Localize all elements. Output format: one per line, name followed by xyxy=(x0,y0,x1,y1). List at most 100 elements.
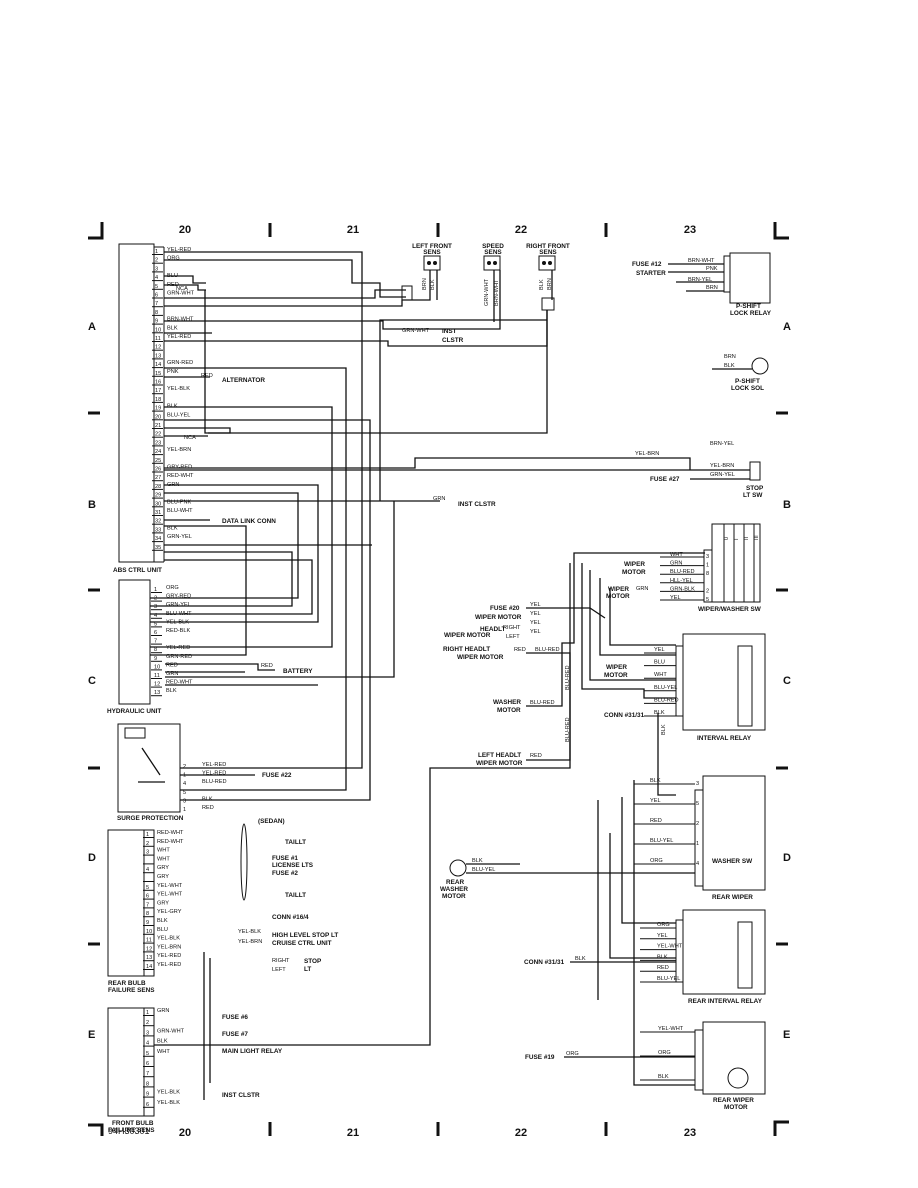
right-front-sens-label: RIGHT FRONT xyxy=(526,243,570,250)
pin-wire-color: RED xyxy=(166,662,178,668)
pin-number: 19 xyxy=(155,406,161,412)
pshift-sol-label: LOCK SOL xyxy=(731,385,764,392)
left-front-sens-label: LEFT FRONT xyxy=(412,243,452,250)
pin-number: 8 xyxy=(154,647,157,653)
dest: CRUISE CTRL UNIT xyxy=(272,940,332,947)
pin-wire-color: GRN-WHT xyxy=(157,1028,185,1034)
pin-wire-color: BLK xyxy=(167,325,178,331)
column-label: 21 xyxy=(347,224,359,236)
yel-blk-label: YEL-BLK xyxy=(238,929,261,935)
rear-wiper-motor-label: MOTOR xyxy=(724,1104,748,1111)
pin-number: 11 xyxy=(146,938,152,944)
pin-number: 4 xyxy=(146,867,149,873)
right-column: FUSE #20 WIPER MOTOR HEADLT WIPER MOTOR … xyxy=(443,552,705,796)
yel-label: YEL xyxy=(530,629,541,635)
pin-number: 5 xyxy=(154,621,157,627)
pin-number: 1 xyxy=(696,841,699,847)
pin-number: 1 xyxy=(154,587,157,593)
pin-wire-color: ORG xyxy=(658,1050,671,1056)
pin-wire-color: GRN xyxy=(157,1008,169,1014)
rear-wiper-motor-label: REAR WIPER xyxy=(713,1097,754,1104)
pin-number: 26 xyxy=(155,467,161,473)
rear-wiper-label: REAR WIPER xyxy=(712,894,753,901)
pin-number: 4 xyxy=(154,613,157,619)
pin-wire-color: GRN-RED xyxy=(167,360,193,366)
column-label: 23 xyxy=(684,224,696,236)
pshift-wire: BRN-YEL xyxy=(688,277,712,283)
row-label: E xyxy=(783,1029,790,1041)
pin-number: 2 xyxy=(146,1020,149,1026)
pin-wire-color: BLU-YEL xyxy=(657,976,680,982)
column-label: 21 xyxy=(347,1127,359,1139)
pin-wire-color: BLK xyxy=(157,1039,168,1045)
dest: LT xyxy=(304,966,311,973)
yel-label: YEL xyxy=(530,620,541,626)
pin-number: 33 xyxy=(155,527,161,533)
wiper-motor-label: WIPER MOTOR xyxy=(444,632,491,639)
pin-wire-color: BLK xyxy=(654,710,665,716)
blu-red-label: BLU-RED xyxy=(535,647,560,653)
pin-number: 1 xyxy=(146,832,149,838)
pin-wire-color: WHT xyxy=(670,552,683,558)
pin-number: 20 xyxy=(155,414,161,420)
row-label: E xyxy=(88,1029,95,1041)
yel-brn-label: YEL-BRN xyxy=(635,451,659,457)
pin-wire-color: YEL-BRN xyxy=(157,944,181,950)
switch-position-label: 0 xyxy=(724,537,730,540)
dest: FUSE #2 xyxy=(272,870,298,877)
stop-wire: YEL-BRN xyxy=(710,463,734,469)
dest: RIGHT xyxy=(272,958,290,964)
speed-sens-label: SENS xyxy=(484,249,502,256)
washer-label: MOTOR xyxy=(497,707,521,714)
washer-label: WASHER xyxy=(493,699,521,706)
pshift-relay-label: P-SHIFT xyxy=(736,303,761,310)
stop-lt-sw: YEL-BRN GRN-YEL FUSE #27 STOP LT SW xyxy=(164,461,764,499)
pin-wire-color: GRN-YEL xyxy=(167,534,192,540)
pin-wire-color: BLU-YEL xyxy=(650,838,673,844)
pin-wire-color: WHT xyxy=(654,672,667,678)
pin-number: 5 xyxy=(146,885,149,891)
washer-sw-label: WASHER SW xyxy=(712,858,753,865)
red-label: RED xyxy=(514,647,526,653)
pin-number: 3 xyxy=(696,781,699,787)
row-label: B xyxy=(88,499,96,511)
column-label: 22 xyxy=(515,224,527,236)
pin-number: 8 xyxy=(146,1081,149,1087)
pin-wire-color: BLU-RED xyxy=(670,569,695,575)
column-label: 23 xyxy=(684,1127,696,1139)
front-bulb-label: FRONT BULB xyxy=(112,1120,154,1127)
pin-wire-color: RED xyxy=(202,805,214,811)
pin-wire-color: YEL-WHT xyxy=(657,944,683,950)
grn-label: GRN xyxy=(636,586,648,592)
pin-wire-color: GRN xyxy=(166,671,178,677)
pin-number: 4 xyxy=(696,861,699,867)
wiper-motor-label: WIPER MOTOR xyxy=(475,614,522,621)
pin-number: 14 xyxy=(146,964,152,970)
left-label: LEFT xyxy=(506,634,520,640)
lhw-label: WIPER MOTOR xyxy=(476,760,523,767)
pin-wire-color: RED-WHT xyxy=(157,830,184,836)
pin-wire-color: GRY xyxy=(157,874,169,880)
pin-wire-color: GRN xyxy=(670,561,682,567)
battery-red: RED xyxy=(261,663,273,669)
inst-clstr-label: INST CLSTR xyxy=(458,501,496,508)
pin-wire-color: YEL-WHT xyxy=(658,1026,684,1032)
row-label: C xyxy=(783,675,791,687)
pin-number: 3 xyxy=(155,266,158,272)
pin-wire-color: RED xyxy=(650,818,662,824)
pin-number: 1 xyxy=(706,563,709,569)
pin-wire-color: BLU-WHT xyxy=(166,611,192,617)
pin-wire-color: YEL-RED xyxy=(202,771,226,777)
dest: TAILLT xyxy=(285,839,306,846)
pin-wire-color: YEL-WHT xyxy=(157,892,183,898)
pin-wire-color: RED-WHT xyxy=(166,680,193,686)
